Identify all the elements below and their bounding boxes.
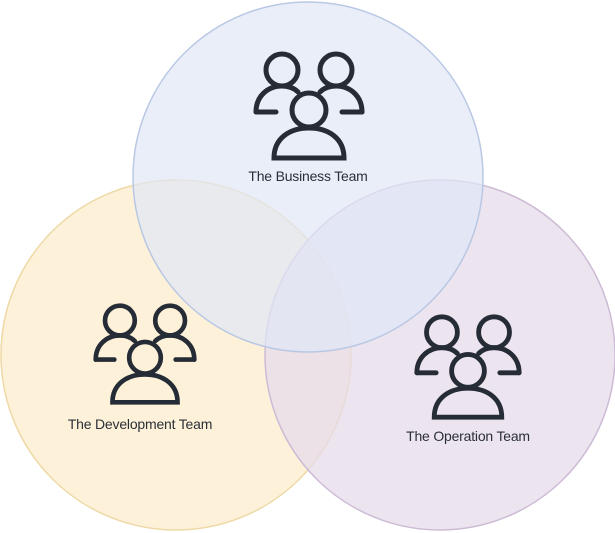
operation-team-label: The Operation Team	[406, 428, 530, 444]
business-people-group-icon	[253, 51, 365, 161]
business-team-circle	[132, 1, 484, 353]
development-team-label: The Development Team	[67, 416, 213, 432]
business-team-label: The Business Team	[248, 168, 368, 184]
development-people-group-icon	[93, 303, 197, 405]
operation-people-group-icon	[414, 314, 522, 420]
